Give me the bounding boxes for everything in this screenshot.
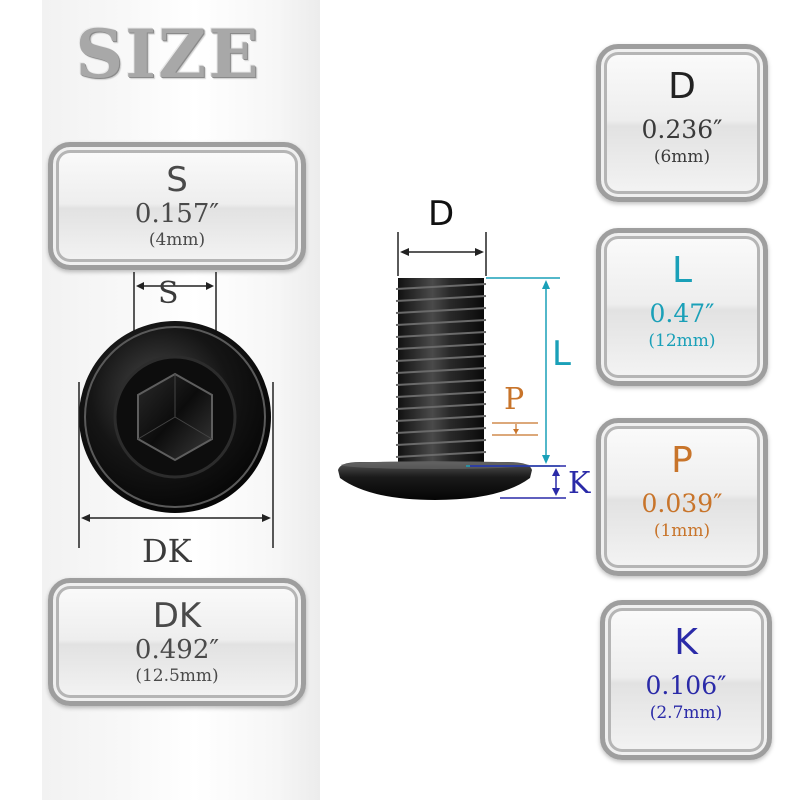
- screw-side-view: [338, 278, 532, 500]
- thread-ridge: [395, 415, 487, 422]
- thread-ridge: [395, 379, 487, 386]
- card-s-spec: S 0.157″ (4mm): [48, 142, 306, 270]
- label-l: L: [552, 334, 571, 374]
- card-dk-inch: 0.492″: [134, 635, 220, 665]
- card-p-letter: P: [671, 440, 693, 481]
- card-dk-spec: DK 0.492″ (12.5mm): [48, 578, 306, 706]
- card-d-mm: (6mm): [653, 147, 711, 167]
- screw-top-view: [79, 321, 271, 513]
- thread-ridge: [395, 439, 487, 446]
- dk-dimension-marker: [78, 382, 274, 548]
- k-dimension-marker: [470, 465, 566, 499]
- p-dimension-marker: [492, 422, 538, 436]
- card-d-inch: 0.236″: [641, 115, 723, 144]
- card-l-inch: 0.47″: [649, 299, 715, 328]
- size-title: SIZE: [75, 15, 261, 93]
- card-s-letter: S: [166, 160, 188, 200]
- thread-ridge: [395, 367, 487, 374]
- thread-ridge: [395, 283, 487, 290]
- thread-ridge: [395, 427, 487, 434]
- card-k-letter: K: [674, 622, 698, 663]
- d-dimension-marker: [397, 232, 487, 276]
- thread-ridge: [395, 295, 487, 302]
- label-d: D: [428, 194, 455, 234]
- card-k-spec: K 0.106″ (2.7mm): [600, 600, 772, 760]
- label-k: K: [568, 466, 591, 501]
- card-k-mm: (2.7mm): [649, 703, 723, 723]
- card-d-spec: D 0.236″ (6mm): [596, 44, 768, 202]
- thread-ridge: [395, 403, 487, 410]
- card-dk-letter: DK: [152, 596, 202, 636]
- label-p: P: [504, 382, 525, 417]
- label-dk: DK: [142, 532, 192, 570]
- thread-ridge: [395, 355, 487, 362]
- label-s: S: [158, 276, 179, 311]
- card-d-letter: D: [668, 66, 696, 107]
- card-l-letter: L: [671, 250, 693, 291]
- card-k-inch: 0.106″: [645, 671, 727, 700]
- card-s-inch: 0.157″: [134, 199, 220, 229]
- card-p-spec: P 0.039″ (1mm): [596, 418, 768, 576]
- card-dk-mm: (12.5mm): [135, 666, 219, 686]
- thread-ridge: [395, 391, 487, 398]
- card-l-spec: L 0.47″ (12mm): [596, 228, 768, 386]
- thread-ridge: [395, 331, 487, 338]
- thread-ridge: [395, 319, 487, 326]
- thread-ridge: [395, 307, 487, 314]
- card-p-inch: 0.039″: [641, 489, 723, 518]
- thread-ridge: [395, 343, 487, 350]
- thread-ridge: [395, 451, 487, 458]
- card-s-mm: (4mm): [148, 230, 206, 250]
- card-p-mm: (1mm): [653, 521, 711, 541]
- card-l-mm: (12mm): [648, 331, 716, 351]
